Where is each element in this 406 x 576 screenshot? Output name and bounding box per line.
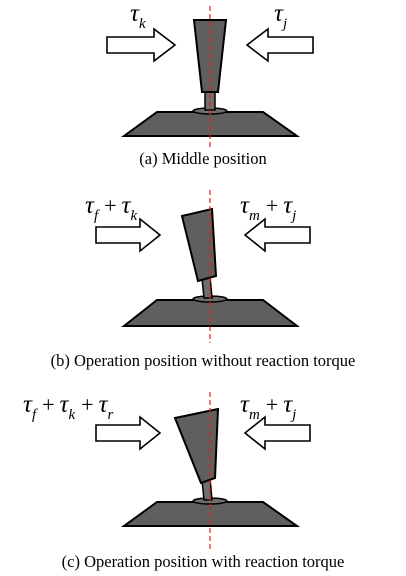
left-pointing-arrow-icon — [243, 415, 311, 451]
panel-a: τk τj (a) Middle position — [106, 0, 314, 168]
panel-c: τf+τk+τr τm+τj (c) Operation position wi… — [23, 391, 344, 571]
right-pointing-arrow-icon — [106, 27, 177, 63]
base-plate — [120, 111, 301, 137]
left-torque-label: τf+τk — [85, 192, 138, 224]
right-torque-label: τj — [274, 0, 287, 32]
joystick-handle — [180, 207, 218, 283]
right-torque-label: τm+τj — [240, 391, 296, 423]
right-pointing-arrow-icon — [95, 415, 162, 451]
caption-b: (b) Operation position without reaction … — [51, 351, 356, 370]
joystick-handle — [173, 407, 220, 485]
panel-b: τf+τk τm+τj (b) Operation position witho… — [51, 190, 356, 370]
left-pointing-arrow-icon — [243, 217, 311, 253]
left-torque-label: τf+τk+τr — [23, 391, 114, 423]
right-pointing-arrow-icon — [95, 217, 162, 253]
right-torque-label: τm+τj — [240, 192, 296, 224]
caption-a: (a) Middle position — [139, 149, 266, 168]
left-pointing-arrow-icon — [245, 27, 314, 63]
left-torque-label: τk — [130, 0, 146, 32]
caption-c: (c) Operation position with reaction tor… — [62, 552, 345, 571]
